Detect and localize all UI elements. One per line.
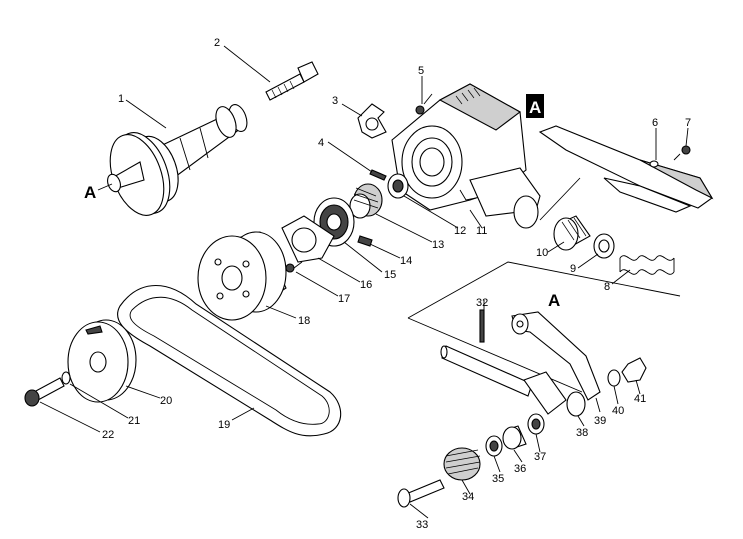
callout-21: 21 <box>128 415 140 427</box>
callout-17: 17 <box>338 293 350 305</box>
part-key <box>357 235 373 247</box>
callout-36: 36 <box>514 463 526 475</box>
callout-1: 1 <box>118 93 124 105</box>
part-washer-40 <box>607 369 621 387</box>
part-spring-34 <box>443 447 481 481</box>
callout-7: 7 <box>685 117 691 129</box>
callout-labels: 1 2 3 4 5 6 7 8 9 10 11 12 13 14 15 16 1… <box>102 37 691 531</box>
marker-a-left: A <box>84 183 96 202</box>
part-bolt-33 <box>397 479 445 508</box>
part-pin-32 <box>479 309 485 343</box>
callout-3: 3 <box>332 95 338 107</box>
callout-41: 41 <box>634 393 646 405</box>
callout-35: 35 <box>492 473 504 485</box>
callout-19: 19 <box>218 419 230 431</box>
callout-33: 33 <box>416 519 428 531</box>
callout-12: 12 <box>454 225 466 237</box>
part-clip <box>357 103 387 139</box>
part-ring-12 <box>387 173 409 199</box>
part-belt <box>117 284 342 437</box>
callout-6: 6 <box>652 117 658 129</box>
part-spring-8 <box>619 255 675 275</box>
part-collar-38 <box>523 371 586 417</box>
part-screw-17 <box>285 261 303 273</box>
part-bolt-22 <box>24 377 65 407</box>
boxed-marker-a-text: A <box>529 98 541 117</box>
callout-40: 40 <box>612 405 624 417</box>
part-bolt-2 <box>265 61 319 101</box>
part-gear-13 <box>349 183 383 219</box>
callout-10: 10 <box>536 247 548 259</box>
part-bearing-35 <box>485 435 503 457</box>
part-bearing-10 <box>553 215 591 251</box>
callout-18: 18 <box>298 315 310 327</box>
part-washer-9 <box>593 233 615 259</box>
part-pin-4 <box>369 169 387 181</box>
callout-5: 5 <box>418 65 424 77</box>
part-pulley-18 <box>197 231 287 321</box>
part-handle <box>107 104 248 216</box>
callout-34: 34 <box>462 491 474 503</box>
shaft-lower <box>440 345 533 397</box>
callout-20: 20 <box>160 395 172 407</box>
callout-2: 2 <box>214 37 220 49</box>
part-screw-5 <box>415 93 433 115</box>
callout-14: 14 <box>400 255 412 267</box>
callout-4: 4 <box>318 137 324 149</box>
callout-32: 32 <box>476 297 488 309</box>
part-sleeve-36 <box>502 425 527 450</box>
callout-16: 16 <box>360 279 372 291</box>
callout-9: 9 <box>570 263 576 275</box>
part-pulley-20 <box>67 319 137 403</box>
part-arm-39 <box>511 311 601 401</box>
callout-22: 22 <box>102 429 114 441</box>
part-guide-plate <box>538 125 714 213</box>
leader-lines <box>39 45 689 519</box>
callout-39: 39 <box>594 415 606 427</box>
part-washer-21 <box>61 371 71 385</box>
callout-11: 11 <box>476 225 487 237</box>
part-bearing-retainer <box>281 215 335 263</box>
callout-15: 15 <box>384 269 396 281</box>
callout-13: 13 <box>432 239 444 251</box>
callout-38: 38 <box>576 427 588 439</box>
part-screw-7 <box>673 145 691 161</box>
callout-37: 37 <box>534 451 546 463</box>
marker-a-lower: A <box>548 291 560 310</box>
callout-8: 8 <box>604 281 610 293</box>
assembly-bounds <box>407 177 681 393</box>
part-bearing-37 <box>527 413 545 435</box>
part-nut-41 <box>621 357 647 383</box>
gear-housing <box>391 83 541 229</box>
boxed-marker-a: A <box>526 94 544 118</box>
